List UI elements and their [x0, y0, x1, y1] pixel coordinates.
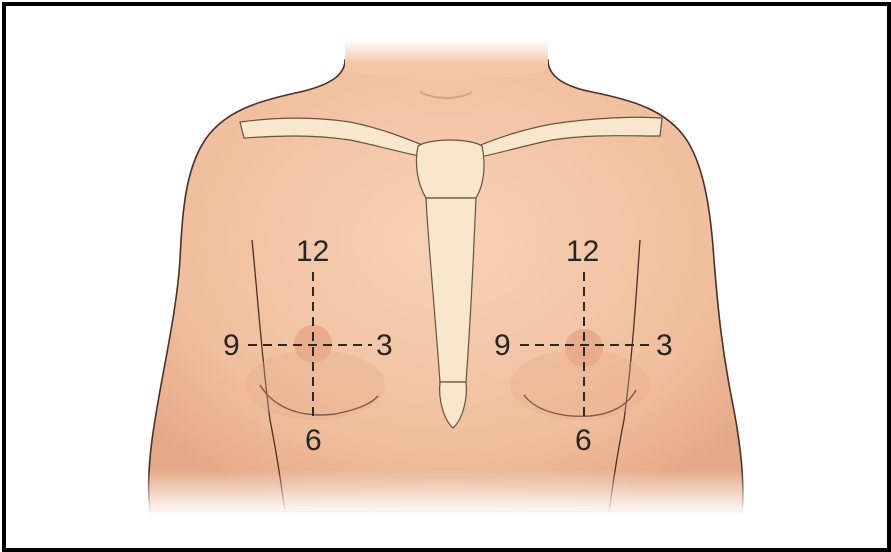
left-breast-label-3: 3 [656, 331, 673, 361]
bottom-fade [140, 470, 760, 515]
left-breast-label-9: 9 [494, 331, 511, 361]
right-breast-label-6: 6 [305, 426, 322, 456]
left-breast-label-6: 6 [575, 426, 592, 456]
neck [345, 40, 548, 80]
right-breast-label-9: 9 [223, 331, 240, 361]
sternum-manubrium [416, 140, 484, 198]
left-breast-label-12: 12 [566, 237, 599, 267]
right-breast-label-3: 3 [376, 331, 393, 361]
right-breast-label-12: 12 [296, 237, 329, 267]
